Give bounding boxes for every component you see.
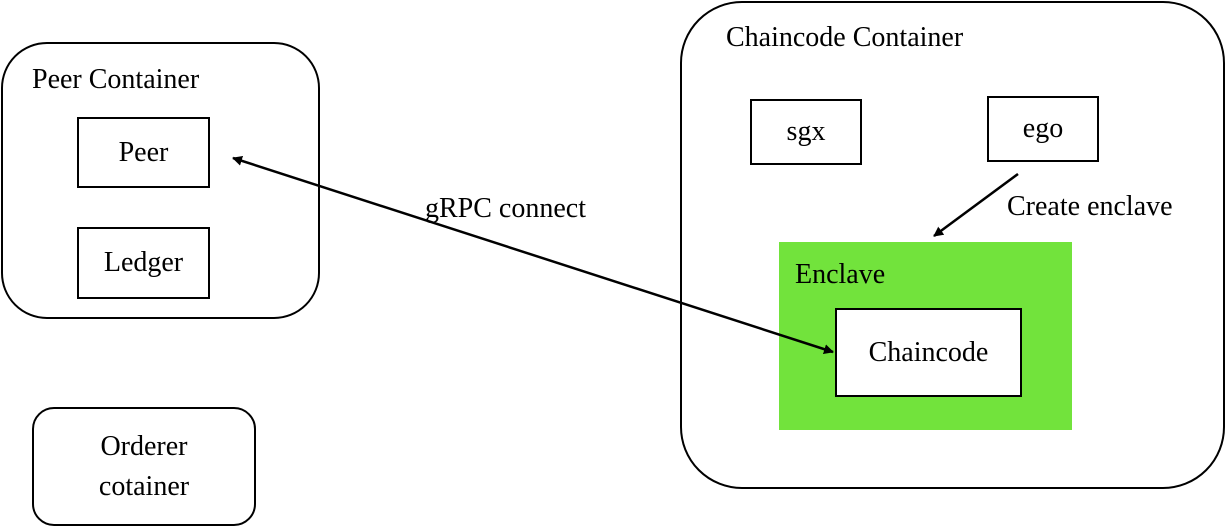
create-enclave-label: Create enclave [1007, 191, 1173, 222]
ledger-box: Ledger [77, 227, 210, 299]
peer-container-title: Peer Container [32, 64, 200, 95]
grpc-connect-arrow [232, 156, 834, 354]
ego-box: ego [987, 96, 1099, 162]
sgx-box: sgx [750, 99, 862, 165]
chaincode-container-title: Chaincode Container [726, 22, 964, 53]
peer-box: Peer [77, 117, 210, 188]
chaincode-box: Chaincode [835, 308, 1022, 397]
orderer-container: Orderer cotainer [32, 407, 256, 526]
create-enclave-arrow [933, 172, 1019, 238]
